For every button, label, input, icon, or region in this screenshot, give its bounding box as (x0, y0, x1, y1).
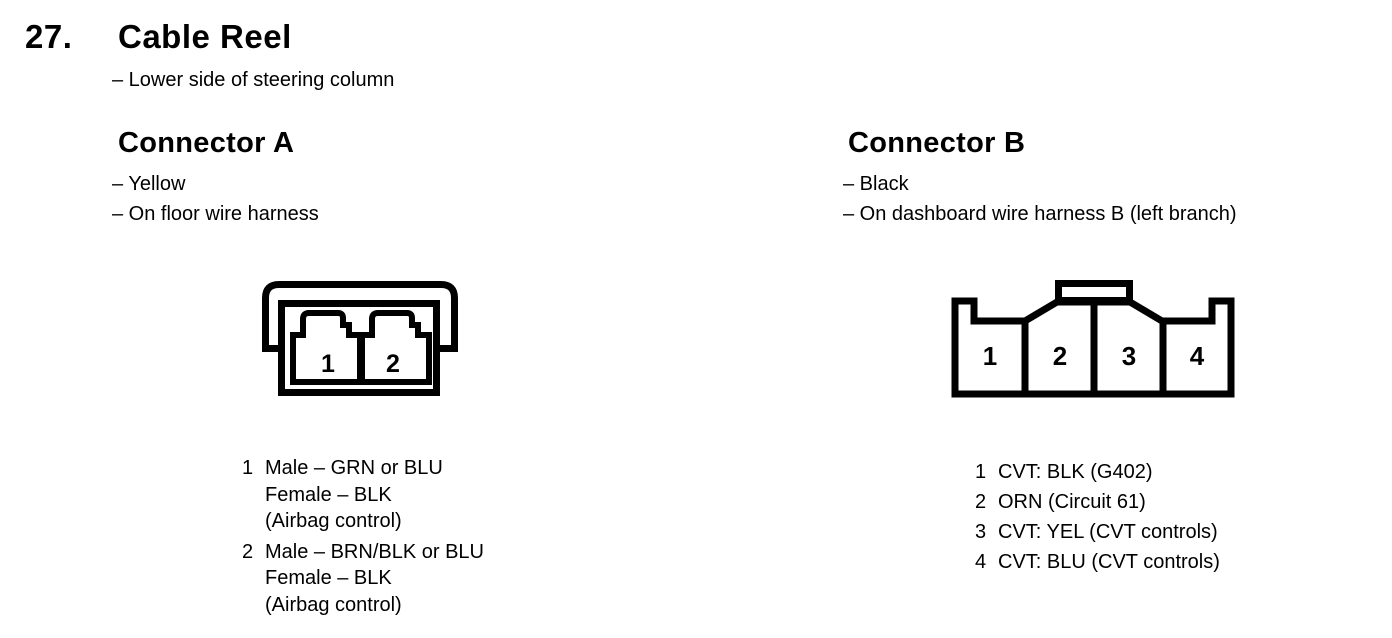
connector-a-pin-2-label: 2 (386, 350, 400, 378)
connector-b-pin-1-row: 1 CVT: BLK (G402) (975, 457, 1220, 487)
connector-b-note-harness: – On dashboard wire harness B (left bran… (843, 203, 1237, 225)
connector-a-pin-list: 1 Male – GRN or BLU Female – BLK (Airbag… (242, 455, 484, 618)
pin-function: (Airbag control) (265, 593, 402, 616)
pin-description: ORN (Circuit 61) (998, 487, 1146, 517)
pin-wire: ORN (Circuit 61) (998, 491, 1146, 513)
location-note: – Lower side of steering column (112, 69, 395, 91)
connector-a-heading: Connector A (118, 127, 295, 159)
connector-a-cavity-2 (359, 310, 432, 385)
pin-wire-male: Male – GRN or BLU (265, 457, 443, 479)
pin-wire-male: Male – BRN/BLK or BLU (265, 540, 484, 563)
pin-number: 3 (975, 521, 987, 543)
connector-a-pin-1-row: 1 Male – GRN or BLU Female – BLK (Airbag… (242, 455, 484, 535)
page-title: Cable Reel (118, 18, 292, 55)
connector-b-pin-1-label: 1 (983, 341, 997, 371)
connector-b-pin-3-label: 3 (1122, 341, 1136, 371)
connector-a-pin-1-label: 1 (321, 350, 335, 378)
pin-description: Male – BRN/BLK or BLU Female – BLK (Airb… (265, 539, 484, 619)
connector-a-notes: – Yellow – On floor wire harness (112, 169, 319, 229)
pin-description: Male – GRN or BLU Female – BLK (Airbag c… (265, 455, 443, 535)
connector-b-notes: – Black – On dashboard wire harness B (l… (843, 169, 1237, 229)
pin-number: 1 (242, 457, 254, 479)
connector-a-cavity-1 (290, 310, 363, 385)
connector-a-note-harness: – On floor wire harness (112, 203, 319, 225)
pin-wire: CVT: YEL (CVT controls) (998, 521, 1218, 543)
connector-b-heading: Connector B (848, 127, 1026, 159)
pin-number: 2 (975, 491, 987, 513)
connector-b-pin-list: 1 CVT: BLK (G402) 2 ORN (Circuit 61) 3 C… (975, 457, 1220, 577)
pin-description: CVT: YEL (CVT controls) (998, 517, 1218, 547)
connector-a-diagram: 1 2 (262, 281, 458, 396)
connector-b-pin-2-row: 2 ORN (Circuit 61) (975, 487, 1220, 517)
pin-wire-female: Female – BLK (265, 483, 392, 506)
connector-b-pin-4-label: 4 (1190, 341, 1205, 371)
connector-a-note-color: – Yellow (112, 173, 186, 195)
connector-b-pin-3-row: 3 CVT: YEL (CVT controls) (975, 517, 1220, 547)
pin-number: 1 (975, 461, 987, 483)
connector-b-note-color: – Black (843, 173, 909, 195)
pin-number: 4 (975, 551, 987, 573)
pin-wire: CVT: BLU (CVT controls) (998, 551, 1220, 573)
pin-wire-female: Female – BLK (265, 567, 392, 589)
pin-number: 2 (242, 540, 254, 563)
connector-b-top-tab (1055, 280, 1133, 304)
pin-description: CVT: BLK (G402) (998, 457, 1153, 487)
connector-b-pin-2-label: 2 (1053, 341, 1067, 371)
connector-b-pin-4-row: 4 CVT: BLU (CVT controls) (975, 547, 1220, 577)
pin-description: CVT: BLU (CVT controls) (998, 547, 1220, 577)
connector-b-diagram: 1 2 3 4 (951, 280, 1235, 398)
pin-function: (Airbag control) (265, 510, 402, 532)
section-number: 27. (25, 18, 73, 55)
pin-wire: CVT: BLK (G402) (998, 461, 1153, 483)
connector-a-pin-2-row: 2 Male – BRN/BLK or BLU Female – BLK (Ai… (242, 539, 484, 619)
